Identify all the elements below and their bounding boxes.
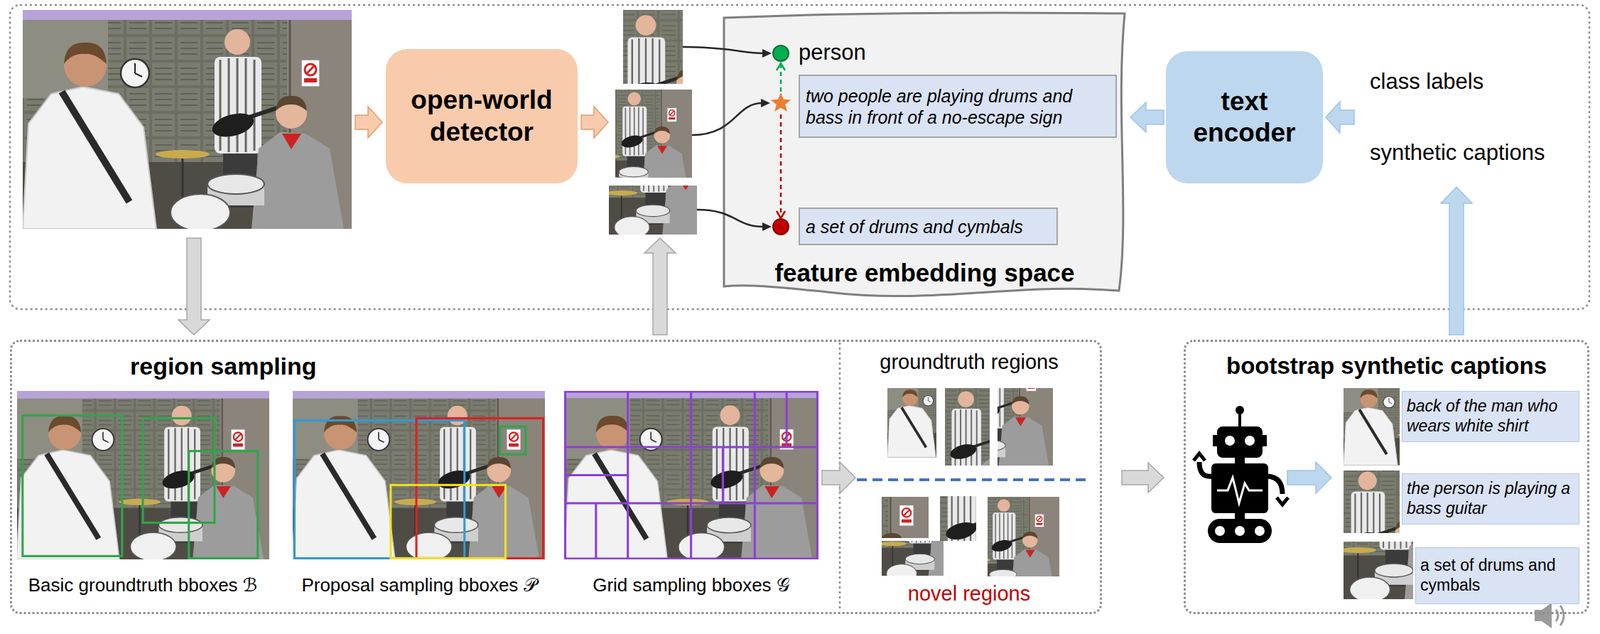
arrow-head xyxy=(776,211,786,219)
flow-arrow xyxy=(1440,186,1473,335)
groundtruth-boxes-image xyxy=(16,390,270,561)
flow-arrow xyxy=(1287,461,1332,494)
leader-line xyxy=(682,46,764,54)
flow-connector xyxy=(1130,102,1164,133)
region-crop xyxy=(810,469,980,583)
caption-text: back of the man who wears white shirt xyxy=(1406,396,1575,436)
arrow-head xyxy=(762,222,772,231)
caption-text: a set of drums and cymbals xyxy=(1420,555,1575,595)
image-caption: Proposal sampling bboxes 𝒫 xyxy=(301,574,537,597)
group-label: groundtruth regions xyxy=(879,349,1059,375)
pull-line xyxy=(780,64,783,92)
group-label: novel regions xyxy=(907,581,1031,607)
leader-line xyxy=(696,209,764,227)
sampling-panel: region sampling xyxy=(9,339,1102,614)
point-label: person xyxy=(798,39,867,66)
space-title: feature embedding space xyxy=(721,257,1129,288)
caption-box: two people are playing drums and bass in… xyxy=(798,74,1117,138)
caption-text: a set of drums and cymbals xyxy=(805,215,1024,238)
flow-arrow xyxy=(644,238,676,335)
space-shape xyxy=(723,12,1125,297)
flow-arrow xyxy=(1325,101,1355,133)
arrow-head xyxy=(776,63,786,71)
robot-icon xyxy=(1193,405,1289,543)
box-label: text encoder xyxy=(1175,85,1313,150)
input-label: synthetic captions xyxy=(1369,139,1545,166)
caption-point xyxy=(773,218,789,235)
caption-text: the person is playing a bass guitar xyxy=(1406,478,1575,518)
encoder-box: text encoder xyxy=(1165,51,1323,184)
top-panel xyxy=(9,4,1590,310)
flow-arrow xyxy=(178,238,210,335)
push-line xyxy=(780,114,783,217)
arrow-head xyxy=(760,98,771,108)
caption-box: the person is playing a bass guitar xyxy=(1401,473,1580,525)
arrow-head xyxy=(762,49,772,58)
panel-heading: region sampling xyxy=(130,351,317,381)
caption-text: two people are playing drums and bass in… xyxy=(805,85,1110,128)
bootstrap-panel: bootstrap synthetic captions back of the … xyxy=(1183,339,1590,614)
caption-box: a set of drums and cymbals xyxy=(1415,547,1580,604)
speaker-icon xyxy=(1534,602,1564,629)
box-label: open-world detector xyxy=(395,84,568,148)
flow-arrow xyxy=(822,461,856,494)
region-crop xyxy=(899,489,1060,597)
proposal-boxes-image xyxy=(292,390,545,561)
flow-connector xyxy=(1121,462,1164,493)
image-caption: Grid sampling bboxes 𝒢 xyxy=(592,574,791,597)
detector-box: open-world detector xyxy=(385,49,578,184)
split-line xyxy=(856,478,1087,481)
input-label: class labels xyxy=(1369,68,1484,95)
flow-arrow xyxy=(581,106,609,138)
flow-arrow xyxy=(355,106,383,138)
embedding-space: feature embedding space two people are pl… xyxy=(721,12,1129,300)
grid-boxes-image xyxy=(564,390,819,561)
panel-heading: bootstrap synthetic captions xyxy=(1185,351,1588,381)
image-caption: Basic groundtruth bboxes ℬ xyxy=(28,574,258,597)
leader-line xyxy=(692,103,763,135)
caption-box: back of the man who wears white shirt xyxy=(1401,390,1580,442)
input-photo xyxy=(22,9,352,231)
class-point xyxy=(773,45,789,62)
caption-box: a set of drums and cymbals xyxy=(798,207,1058,246)
space-outline xyxy=(721,12,1129,300)
caption-point xyxy=(770,92,792,112)
